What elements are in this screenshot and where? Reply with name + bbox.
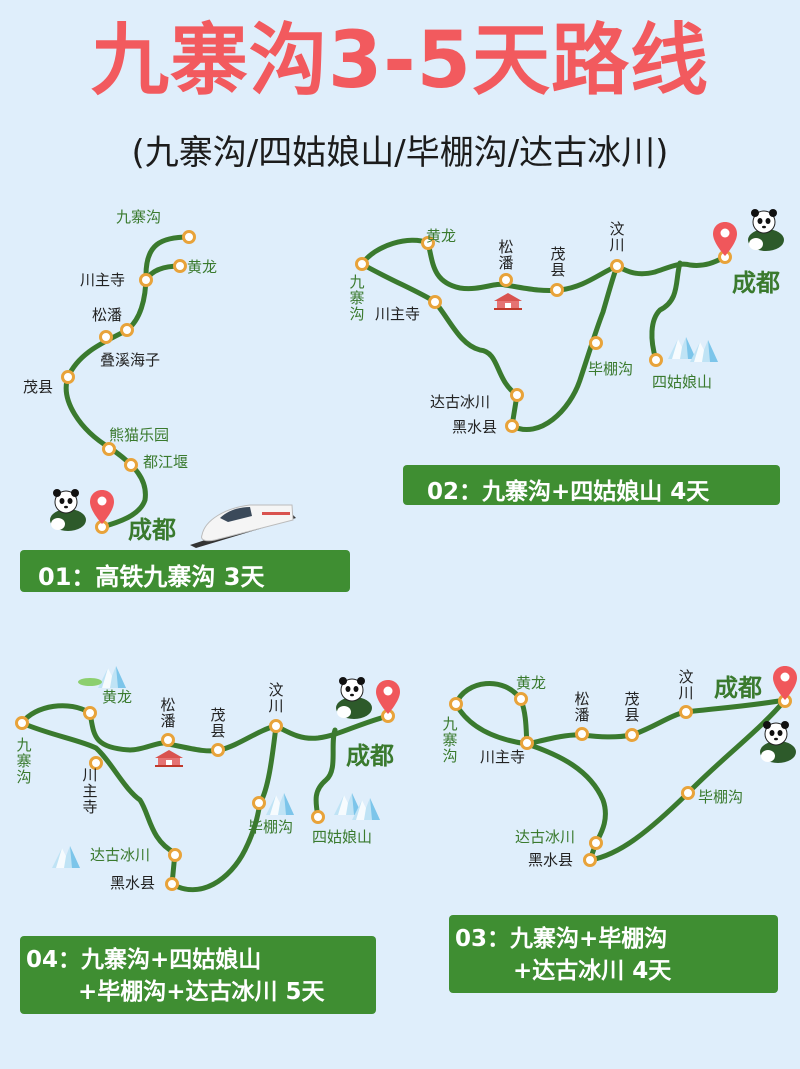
stop-label: 都江堰 <box>143 453 189 471</box>
stop-label: 黄龙 <box>102 688 133 706</box>
snow-mountain-icon <box>52 846 80 868</box>
stop-label: 黄龙 <box>426 227 457 245</box>
stop-label: 九寨沟 <box>116 208 162 226</box>
panda-icon <box>748 209 784 251</box>
page-subtitle: (九寨沟/四姑娘山/毕棚沟/达古冰川) <box>131 133 669 173</box>
stop-label: 毕棚沟 <box>248 818 294 836</box>
stop-label: 茂县 <box>624 690 640 724</box>
stop-label: 茂县 <box>23 378 54 396</box>
start-city-label: 成都 <box>346 742 394 770</box>
page-title: 九寨沟3-5天路线 <box>91 16 709 106</box>
stop-label: 黄龙 <box>516 674 547 692</box>
stop-label: 川主寺 <box>80 271 126 289</box>
snow-mountain-icon <box>690 340 718 362</box>
stop-label: 茂县 <box>210 706 226 740</box>
stop-label: 汶川 <box>609 220 625 254</box>
stop-label: 熊猫乐园 <box>109 426 170 444</box>
stop-label: 茂县 <box>550 245 566 279</box>
snow-mountain-icon <box>98 666 126 688</box>
stop-label: 达古冰川 <box>90 846 151 864</box>
stop-label: 叠溪海子 <box>100 351 161 369</box>
route-banner-04: 04：九寨沟+四姑娘山 +毕棚沟+达古冰川 5天 <box>20 936 376 1014</box>
stop-label: 四姑娘山 <box>312 828 373 846</box>
temple-icon <box>494 293 522 310</box>
stop-label: 松潘 <box>574 690 590 724</box>
map-pin-icon <box>90 490 114 524</box>
stop-label: 黑水县 <box>110 874 156 892</box>
map-pin-icon <box>773 666 797 700</box>
stop-label: 九寨沟 <box>349 273 365 323</box>
start-city-label: 成都 <box>732 269 780 297</box>
temple-icon <box>155 750 183 767</box>
stop-label: 四姑娘山 <box>652 373 713 391</box>
route-banner-03: 03：九寨沟+毕棚沟 +达古冰川 4天 <box>449 915 778 993</box>
stop-label: 川主寺 <box>375 305 421 323</box>
snow-mountain-icon <box>668 337 696 359</box>
map-pin-icon <box>376 680 400 714</box>
start-city-label: 成都 <box>714 674 762 702</box>
route-banner-01: 01：高铁九寨沟 3天 <box>20 550 350 592</box>
route-banner-02: 02：九寨沟+四姑娘山 4天 <box>403 465 780 505</box>
stop-label: 达古冰川 <box>515 828 576 846</box>
start-city-label: 成都 <box>128 516 176 544</box>
stop-label: 达古冰川 <box>430 393 491 411</box>
stop-label: 松潘 <box>160 696 176 730</box>
panda-icon <box>50 489 86 531</box>
stop-label: 汶川 <box>678 668 694 702</box>
stop-label: 松潘 <box>92 306 123 324</box>
stop-label: 川主寺 <box>480 748 526 766</box>
stop-label: 松潘 <box>498 238 514 272</box>
stop-label: 黑水县 <box>452 418 498 436</box>
stop-label: 黑水县 <box>528 851 574 869</box>
stop-label: 九寨沟 <box>16 736 32 786</box>
stop-label: 川主寺 <box>82 766 98 816</box>
stop-label: 九寨沟 <box>442 715 458 765</box>
stop-label: 黄龙 <box>187 258 218 276</box>
panda-icon <box>760 721 796 763</box>
lake-icon <box>78 678 102 686</box>
stop-label: 毕棚沟 <box>698 788 744 806</box>
snow-mountain-icon <box>266 793 294 815</box>
stop-label: 汶川 <box>268 681 284 715</box>
stop-label: 毕棚沟 <box>588 360 634 378</box>
map-pin-icon <box>713 222 737 256</box>
panda-icon <box>336 677 372 719</box>
high-speed-train-icon <box>190 504 296 548</box>
